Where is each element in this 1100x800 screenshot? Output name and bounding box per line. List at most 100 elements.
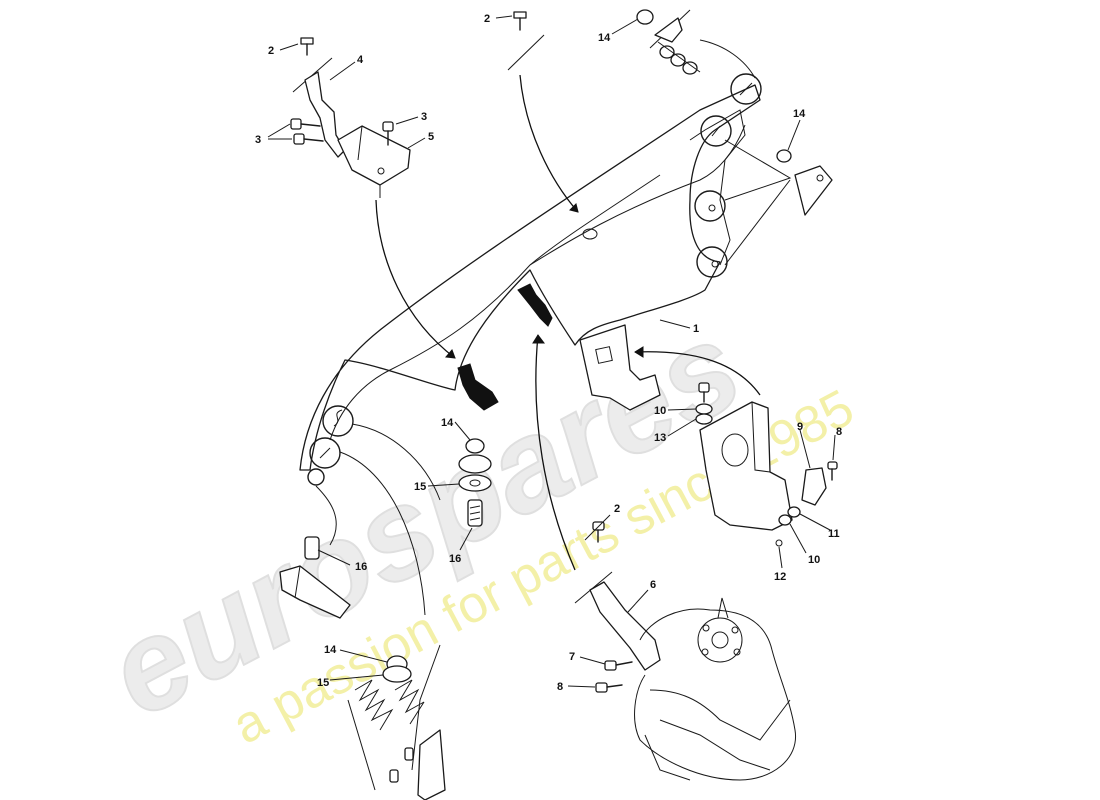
callout-14: 14 (793, 108, 806, 120)
zigzag-trim (354, 679, 425, 731)
callout-16: 16 (355, 561, 367, 573)
cut-line (507, 34, 545, 71)
leader (832, 434, 836, 461)
arrow-bracket5-to-panel (375, 199, 456, 359)
leader (329, 674, 384, 681)
right-side-bracket-hole (816, 174, 824, 182)
callout-5: 5 (428, 131, 434, 143)
leader (351, 423, 441, 501)
washer-13 (695, 413, 713, 425)
right-side-bracket-group (776, 149, 833, 216)
washer-14-top (636, 9, 654, 25)
rubber-15-hole (469, 479, 481, 487)
arrow-bracket6-to-panel (535, 334, 576, 571)
leader (279, 43, 299, 51)
cap-14-centre (465, 438, 485, 454)
callout-3: 3 (255, 134, 261, 146)
washer-14-right (776, 149, 792, 163)
leader (339, 451, 426, 616)
hub-centre (711, 631, 729, 649)
main-panel-body (299, 84, 761, 471)
heat-shield-fold (751, 401, 771, 473)
leader (495, 15, 513, 19)
hub-stud (733, 648, 741, 656)
callout-15: 15 (414, 481, 426, 493)
main-panel-tab-hole (595, 346, 613, 364)
bolt-top-shield (698, 382, 710, 403)
bolt-16-left (304, 536, 320, 560)
main-panel-fold (529, 124, 746, 266)
leader (778, 546, 783, 569)
washer-10-upper (695, 403, 713, 415)
centre-mount-group (458, 438, 492, 527)
mount-plate-left-cut (294, 565, 301, 599)
detail-mark (708, 204, 716, 212)
bracket-4 (304, 71, 346, 158)
hub (697, 617, 743, 663)
detail-circle-2 (700, 115, 732, 147)
arrow-shield-to-panel (634, 351, 761, 396)
leader (329, 61, 356, 81)
rubber-15-lower (458, 474, 492, 492)
leader (315, 485, 337, 546)
top-right-bracket-group (636, 9, 701, 75)
arrow-head (634, 346, 644, 358)
leader (317, 549, 351, 566)
callout-8: 8 (557, 681, 563, 693)
callout-8: 8 (836, 426, 842, 438)
callout-10: 10 (654, 405, 666, 417)
detail-mark (711, 260, 719, 268)
spacer-1 (659, 45, 675, 59)
callout-7: 7 (569, 651, 575, 663)
bolt-2-top-center (513, 11, 527, 19)
bolt-2-top-left (300, 37, 314, 56)
lower-bracket (417, 729, 446, 800)
leader (579, 656, 606, 665)
callout-4: 4 (357, 54, 364, 66)
bolt-8-right (827, 461, 838, 481)
callout-6: 6 (650, 579, 656, 591)
callout-12: 12 (774, 571, 786, 583)
callout-1: 1 (693, 323, 699, 335)
detail-circle-left-3 (307, 468, 325, 486)
detail-circle-left-1 (322, 405, 354, 437)
leader (584, 514, 611, 541)
engine-detail-2 (659, 719, 771, 771)
main-panel-hole (582, 228, 598, 240)
rubber-15-upper (458, 454, 492, 474)
leader (699, 39, 756, 79)
heat-shield-group (634, 346, 838, 547)
detail-mark (711, 125, 721, 137)
main-panel-flange (689, 109, 746, 266)
bracket-5-line (357, 125, 381, 198)
leader (659, 319, 691, 329)
detail-circles (307, 39, 792, 616)
callout-2: 2 (268, 45, 274, 57)
callouts: 1 2 2 2 3 3 4 5 6 7 8 8 9 10 10 11 12 13… (255, 13, 842, 693)
bolt-12-pos (775, 539, 783, 547)
leader (627, 589, 649, 613)
bracket-9 (801, 467, 827, 506)
leader (395, 116, 419, 125)
detail-mark (739, 82, 753, 96)
engine-detail-1 (649, 689, 791, 741)
callout-3: 3 (421, 111, 427, 123)
leader (724, 139, 792, 201)
leader (789, 523, 807, 554)
spacer-3 (682, 61, 698, 75)
lower-left-mount-group (347, 644, 446, 800)
leader (667, 418, 697, 437)
arrow-top-to-panel (519, 74, 579, 213)
callout-2: 2 (614, 503, 620, 515)
leader (667, 408, 697, 411)
trim-edge-left (347, 699, 376, 791)
washer-10-lower (778, 514, 792, 526)
spacer-2 (670, 53, 686, 67)
callout-13: 13 (654, 432, 666, 444)
callout-9: 9 (797, 421, 803, 433)
bracket-6 (589, 581, 661, 671)
callout-15: 15 (317, 677, 329, 689)
callout-14: 14 (598, 32, 611, 44)
seal-upper (517, 283, 553, 327)
